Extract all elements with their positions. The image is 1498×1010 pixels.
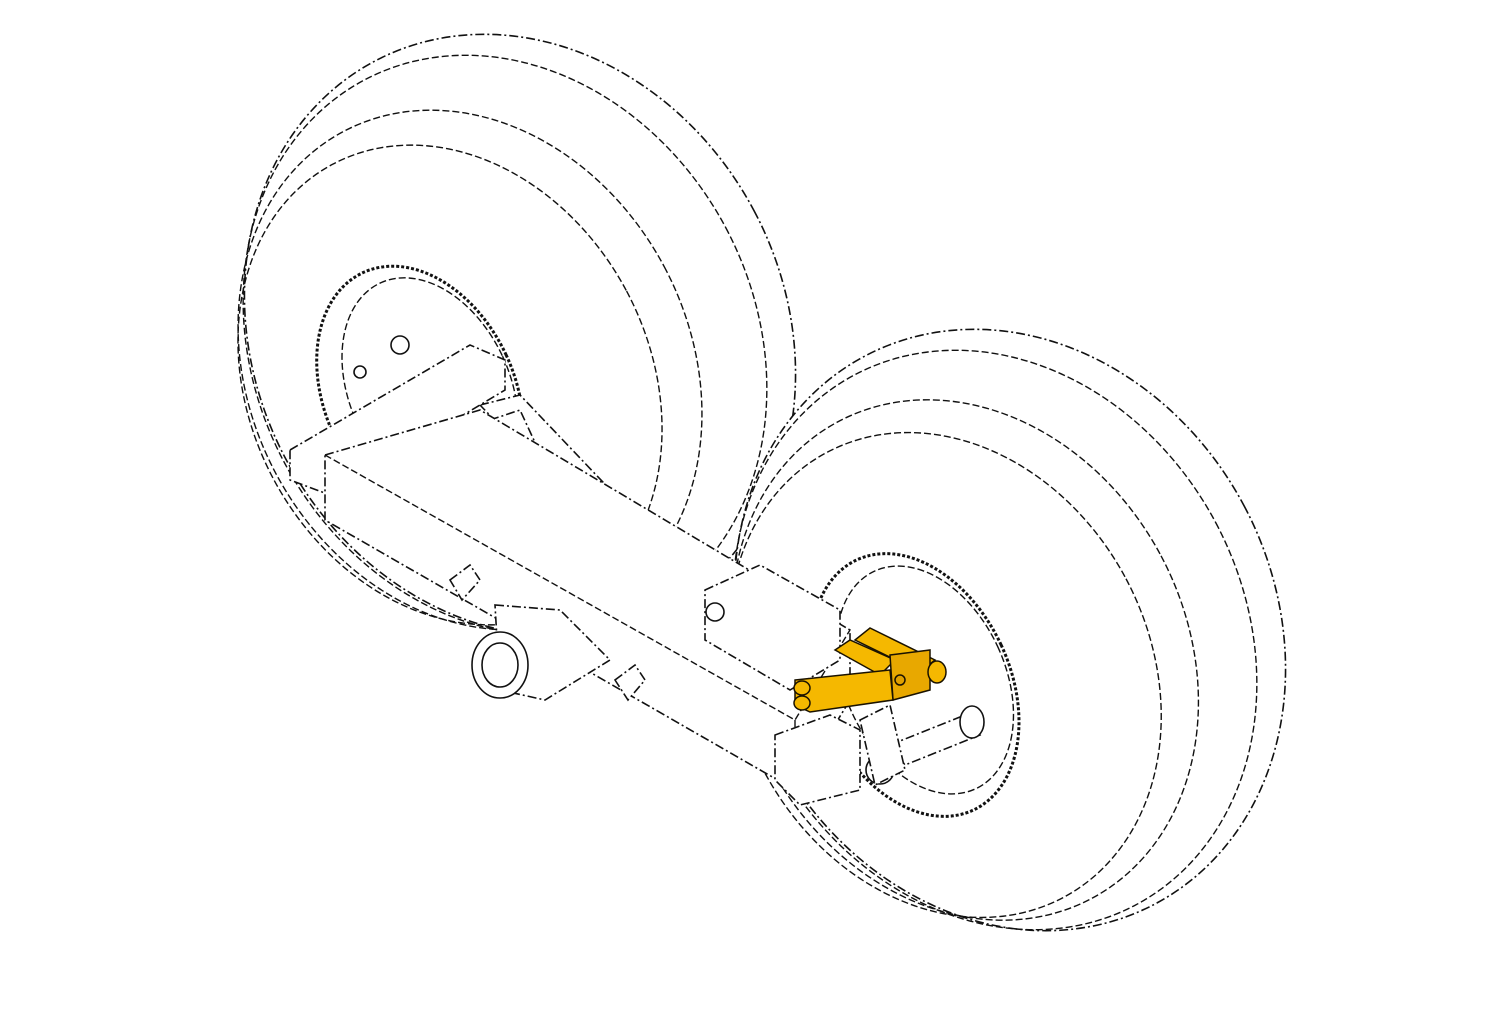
hitch-tube [471,604,612,701]
front-endblock [774,714,861,806]
front-spindle [859,703,985,787]
highlighted-bracket-part[interactable] [793,627,947,713]
main-beam [324,409,851,792]
front-rim [809,552,1021,818]
